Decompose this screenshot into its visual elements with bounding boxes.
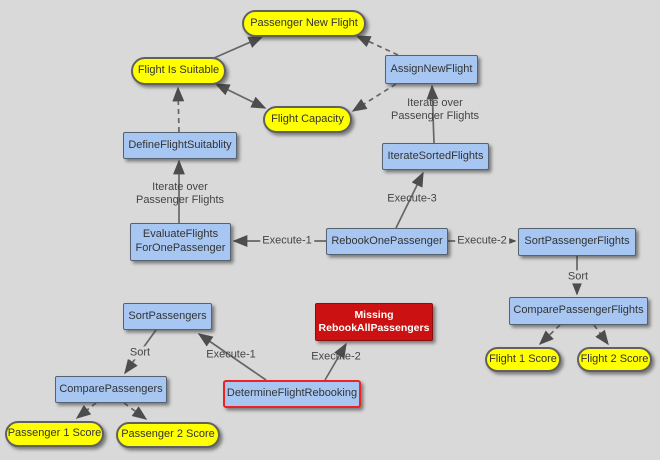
node-passenger-2-score[interactable]: Passenger 2 Score [116,422,220,448]
edge-compare-passengers--passenger-1-score [75,402,97,419]
edge-determine-flight-rebooking--missing-rebook-all-passengers [324,342,347,381]
edge-flight-is-suitable--passenger-new-flight [213,36,264,59]
node-determine-flight-rebooking[interactable]: DetermineFlightRebooking [223,380,361,408]
node-sort-passengers[interactable]: SortPassengers [123,303,212,330]
edge-label-determine-flight-rebooking--missing-rebook-all-passengers: Execute-2 [311,350,361,363]
node-label: Passenger 1 Score [7,427,102,440]
edge-label-rebook-one-passenger--sort-passenger-flights: Execute-2 [455,234,509,248]
edge-compare-passenger-flights--flight-2-score [593,324,609,346]
edge-label-evaluate-flights-for-one-passenger--define-flight-suitablity: Iterate over Passenger Flights [135,180,225,206]
node-label: DetermineFlightRebooking [226,387,358,400]
node-define-flight-suitablity[interactable]: DefineFlightSuitablity [123,132,237,159]
node-flight-capacity[interactable]: Flight Capacity [263,106,352,133]
node-label: SortPassengers [128,309,207,322]
edge-assign-new-flight--passenger-new-flight [355,35,399,56]
node-label: Passenger New Flight [250,16,358,29]
node-label: RebookOnePassenger [331,234,443,247]
edge-label-rebook-one-passenger--iterate-sorted-flights: Execute-3 [387,192,437,205]
node-label: IterateSortedFlights [387,149,484,162]
node-label: Passenger 2 Score [121,428,215,441]
node-label: AssignNewFlight [390,62,473,75]
node-evaluate-flights-for-one-passenger[interactable]: EvaluateFlights ForOnePassenger [130,223,231,261]
node-label: EvaluateFlights ForOnePassenger [135,228,226,254]
node-sort-passenger-flights[interactable]: SortPassengerFlights [518,228,636,256]
edge-flight-is-suitable--flight-capacity [214,83,267,109]
node-passenger-1-score[interactable]: Passenger 1 Score [5,421,104,447]
node-label: SortPassengerFlights [524,235,630,248]
edge-rebook-one-passenger--iterate-sorted-flights [395,171,424,229]
node-flight-1-score[interactable]: Flight 1 Score [485,347,561,372]
node-label: Flight Is Suitable [137,64,220,77]
node-flight-is-suitable[interactable]: Flight Is Suitable [131,57,226,85]
node-passenger-new-flight[interactable]: Passenger New Flight [242,10,366,37]
node-label: DefineFlightSuitablity [128,138,232,151]
node-label: ComparePassengerFlights [513,304,644,317]
edge-label-determine-flight-rebooking--sort-passengers: Execute-1 [206,348,256,361]
node-compare-passenger-flights[interactable]: ComparePassengerFlights [509,297,648,325]
node-compare-passengers[interactable]: ComparePassengers [55,376,167,403]
edge-determine-flight-rebooking--sort-passengers [197,333,267,381]
edge-label-sort-passenger-flights--compare-passenger-flights: Sort [565,270,591,284]
node-label: Flight Capacity [271,112,344,125]
edge-label-sort-passengers--compare-passengers: Sort [127,346,153,360]
node-iterate-sorted-flights[interactable]: IterateSortedFlights [382,143,489,170]
node-flight-2-score[interactable]: Flight 2 Score [577,347,652,372]
edge-label-iterate-sorted-flights--assign-new-flight: Iterate over Passenger Flights [390,96,480,122]
node-missing-rebook-all-passengers[interactable]: Missing RebookAllPassengers [315,303,433,341]
edge-define-flight-suitablity--flight-is-suitable [172,86,185,133]
node-label: Missing RebookAllPassengers [318,308,430,334]
node-label: ComparePassengers [59,382,163,395]
node-label: Flight 2 Score [580,352,649,365]
node-assign-new-flight[interactable]: AssignNewFlight [385,55,478,84]
edge-compare-passengers--passenger-2-score [123,402,148,420]
edge-label-rebook-one-passenger--evaluate-flights-for-one-passenger: Execute-1 [260,234,314,248]
edge-compare-passenger-flights--flight-1-score [538,324,561,346]
node-rebook-one-passenger[interactable]: RebookOnePassenger [326,228,448,255]
edge-iterate-sorted-flights--assign-new-flight [426,84,439,144]
node-label: Flight 1 Score [489,352,557,365]
